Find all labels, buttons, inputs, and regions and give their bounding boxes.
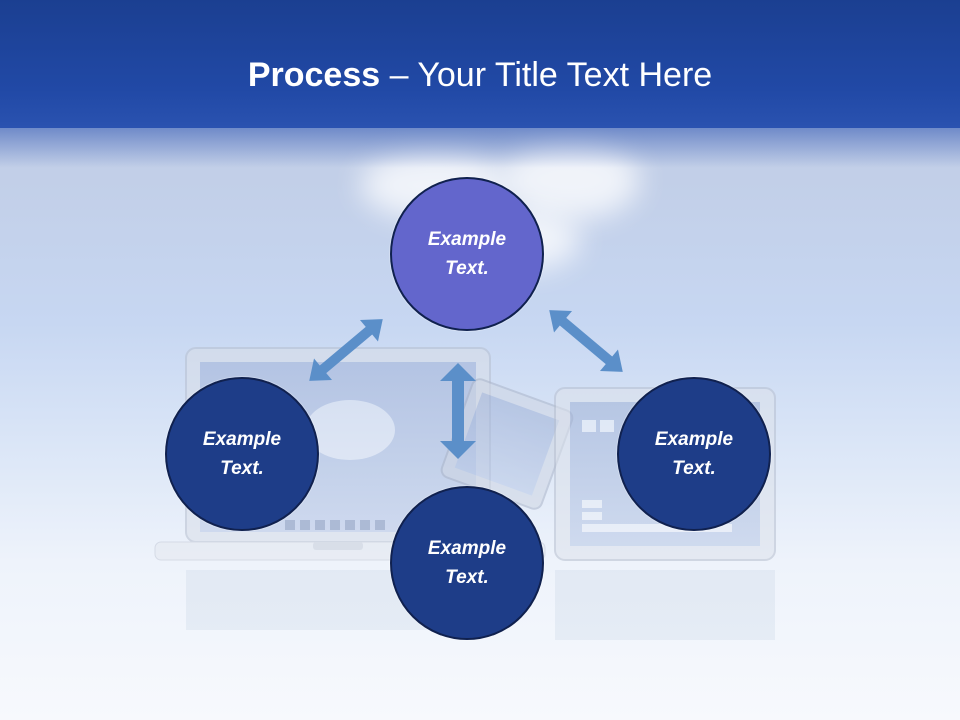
node-label: Example Text. [202, 429, 282, 479]
title-rest: – Your Title Text Here [380, 56, 713, 94]
header-bar [0, 0, 960, 128]
slide-title: Process – Your Title Text Here [0, 52, 960, 98]
node-label: Example Text. [654, 429, 734, 479]
process-node-top: Example Text. [390, 177, 544, 331]
double-arrow-vertical [440, 363, 476, 459]
double-arrow-top-left [309, 319, 383, 381]
phone-shape [440, 378, 574, 510]
process-node-bottom: Example Text. [390, 486, 544, 640]
double-arrow-top-right [549, 310, 623, 372]
process-node-right: Example Text. [617, 377, 771, 531]
node-label: Example Text. [427, 229, 507, 279]
process-node-left: Example Text. [165, 377, 319, 531]
title-bold: Process [247, 56, 381, 94]
node-label: Example Text. [427, 538, 507, 588]
header-fade [0, 128, 960, 168]
